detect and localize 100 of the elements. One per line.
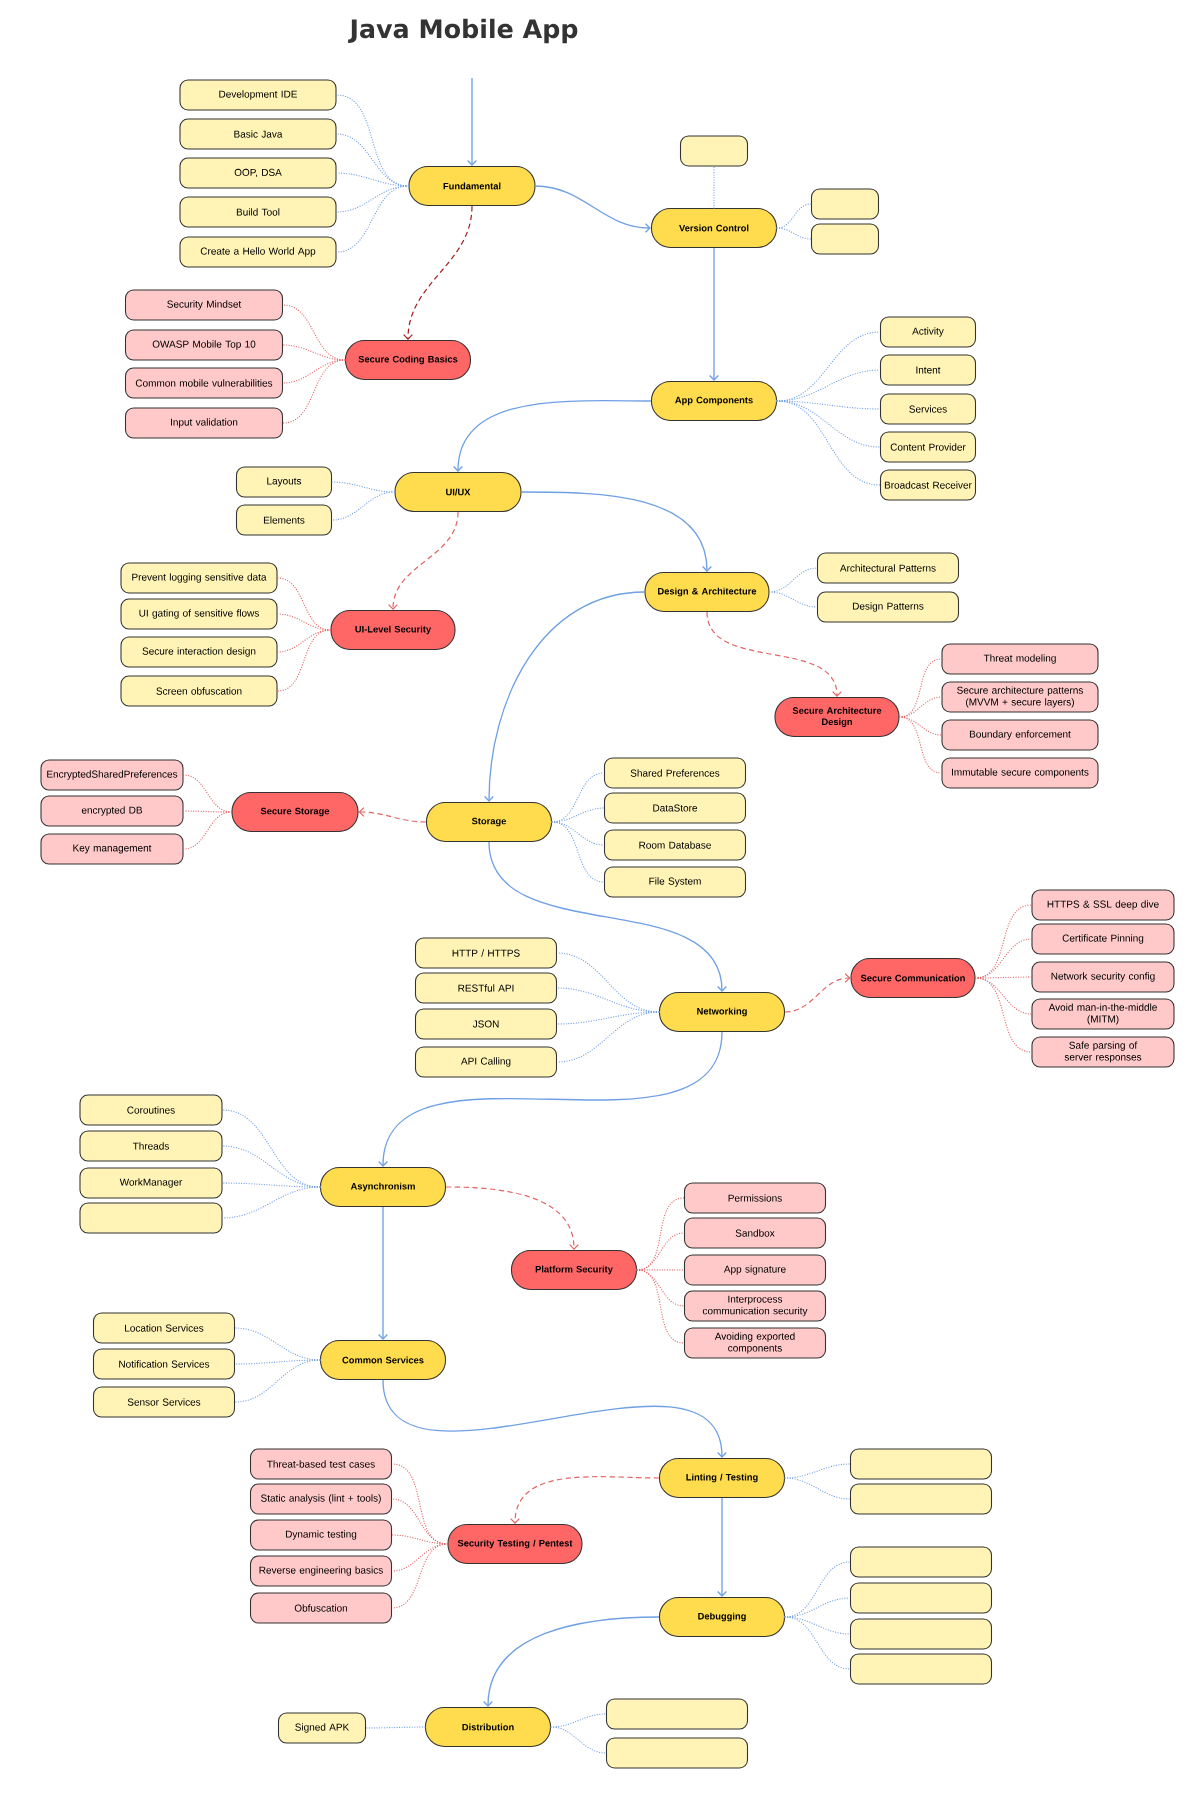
subtopic-box: DataStore: [603, 792, 747, 824]
dotted-line: [276, 629, 332, 692]
security-subtopic-box: Common mobile vulnerabilities: [124, 367, 284, 399]
subtopic-box: Basic Java: [179, 118, 337, 150]
dotted-line: [550, 1713, 607, 1728]
subtopic-box: [849, 1448, 993, 1480]
subtopic-box: Shared Preferences: [603, 757, 747, 789]
dotted-line: [282, 344, 346, 361]
security-topic-pill: Platform Security: [510, 1249, 638, 1291]
dotted-line: [221, 1186, 321, 1219]
security-subtopic-box: encrypted DB: [40, 795, 184, 827]
dotted-line: [636, 1269, 685, 1307]
subtopic-box: Signed APK: [277, 1712, 367, 1744]
dotted-line: [551, 821, 605, 883]
dotted-line: [784, 1463, 851, 1479]
dotted-line: [391, 1543, 449, 1609]
security-subtopic-box: App signature: [683, 1254, 827, 1286]
subtopic-box: [810, 188, 880, 220]
dotted-line: [768, 591, 818, 608]
subtopic-box: API Calling: [414, 1046, 558, 1078]
arrow: [453, 400, 652, 472]
security-subtopic-box: Input validation: [124, 407, 284, 439]
subtopic-box: Sensor Services: [92, 1386, 236, 1418]
security-subtopic-box: Reverse engineering basics: [249, 1555, 393, 1587]
subtopic-box: [679, 135, 749, 167]
topic-pill: Common Services: [319, 1339, 447, 1381]
subtopic-box: Services: [879, 393, 977, 425]
topic-pill: Linting / Testing: [658, 1457, 786, 1499]
arrow: [382, 1379, 727, 1458]
subtopic-box: [605, 1698, 749, 1730]
subtopic-box: Architectural Patterns: [816, 552, 960, 584]
title: Java Mobile App: [348, 18, 578, 44]
subtopic-box: [605, 1737, 749, 1769]
dotted-line: [898, 716, 943, 774]
security-subtopic-box: Obfuscation: [249, 1592, 393, 1624]
dashed-arrow: [388, 511, 459, 610]
security-topic-pill: Secure Storage: [231, 791, 359, 833]
subtopic-box: [79, 1202, 223, 1234]
security-subtopic-box: Threat modeling: [941, 643, 1099, 675]
subtopic-box: Activity: [879, 316, 977, 348]
dashed-arrow: [358, 807, 427, 823]
security-subtopic-box: Permissions: [683, 1182, 827, 1214]
security-subtopic-box: Avoiding exported components: [683, 1327, 827, 1359]
security-subtopic-box: Immutable secure components: [941, 757, 1099, 789]
subtopic-box: Notification Services: [92, 1348, 236, 1380]
dotted-line: [784, 1561, 851, 1618]
security-topic-pill: Secure Coding Basics: [344, 339, 472, 381]
subtopic-box: UI gating of sensitive flows: [120, 598, 278, 630]
security-subtopic-box: Boundary enforcement: [941, 719, 1099, 751]
topic-pill: Debugging: [658, 1596, 786, 1638]
dotted-line: [550, 1726, 607, 1754]
subtopic-box: [849, 1618, 993, 1650]
dotted-line: [221, 1145, 321, 1188]
subtopic-box: OOP, DSA: [179, 157, 337, 189]
security-subtopic-box: Key management: [40, 833, 184, 865]
subtopic-box: Threads: [79, 1130, 223, 1162]
dotted-line: [221, 1182, 321, 1188]
dashed-arrow: [706, 611, 842, 697]
dotted-line: [636, 1269, 685, 1344]
dotted-line: [335, 185, 410, 253]
subtopic-box: JSON: [414, 1008, 558, 1040]
dotted-line: [784, 1616, 851, 1670]
subtopic-box: Location Services: [92, 1312, 236, 1344]
subtopic-box: Build Tool: [179, 196, 337, 228]
dotted-line: [776, 369, 881, 402]
subtopic-box: Create a Hello World App: [179, 236, 337, 268]
security-subtopic-box: EncryptedSharedPreferences: [40, 759, 184, 791]
security-subtopic-box: OWASP Mobile Top 10: [124, 329, 284, 361]
subtopic-box: Screen obfuscation: [120, 675, 278, 707]
arrow: [717, 1497, 727, 1597]
dotted-line: [551, 807, 605, 823]
arrow: [483, 1616, 660, 1707]
security-subtopic-box: HTTPS & SSL deep dive: [1031, 889, 1175, 921]
subtopic-box: Broadcast Receiver: [879, 469, 977, 501]
security-topic-pill: Secure Architecture Design: [774, 696, 900, 738]
topic-pill: Storage: [425, 801, 553, 843]
dotted-line: [636, 1269, 685, 1271]
subtopic-box: Room Database: [603, 829, 747, 861]
arrow: [467, 77, 477, 166]
dashed-arrow: [510, 1476, 660, 1524]
dotted-line: [974, 977, 1033, 1053]
security-subtopic-box: Security Mindset: [124, 289, 284, 321]
dashed-arrow: [445, 1186, 579, 1250]
subtopic-box: Development IDE: [179, 79, 337, 111]
dotted-line: [776, 203, 812, 229]
topic-pill: UI/UX: [394, 471, 522, 513]
dotted-line: [282, 359, 346, 424]
security-subtopic-box: Avoid man-in-the-middle (MITM): [1031, 998, 1175, 1030]
arrow: [378, 1031, 723, 1167]
arrow: [488, 841, 727, 992]
arrow: [378, 1206, 388, 1340]
subtopic-box: Coroutines: [79, 1094, 223, 1126]
subtopic-box: HTTP / HTTPS: [414, 937, 558, 969]
security-subtopic-box: Static analysis (lint + tools): [249, 1483, 393, 1515]
dotted-line: [234, 1359, 321, 1403]
subtopic-box: RESTful API: [414, 972, 558, 1004]
subtopic-box: Layouts: [235, 466, 333, 498]
dotted-line: [182, 811, 233, 850]
security-subtopic-box: Dynamic testing: [249, 1519, 393, 1551]
arrow: [484, 591, 646, 802]
